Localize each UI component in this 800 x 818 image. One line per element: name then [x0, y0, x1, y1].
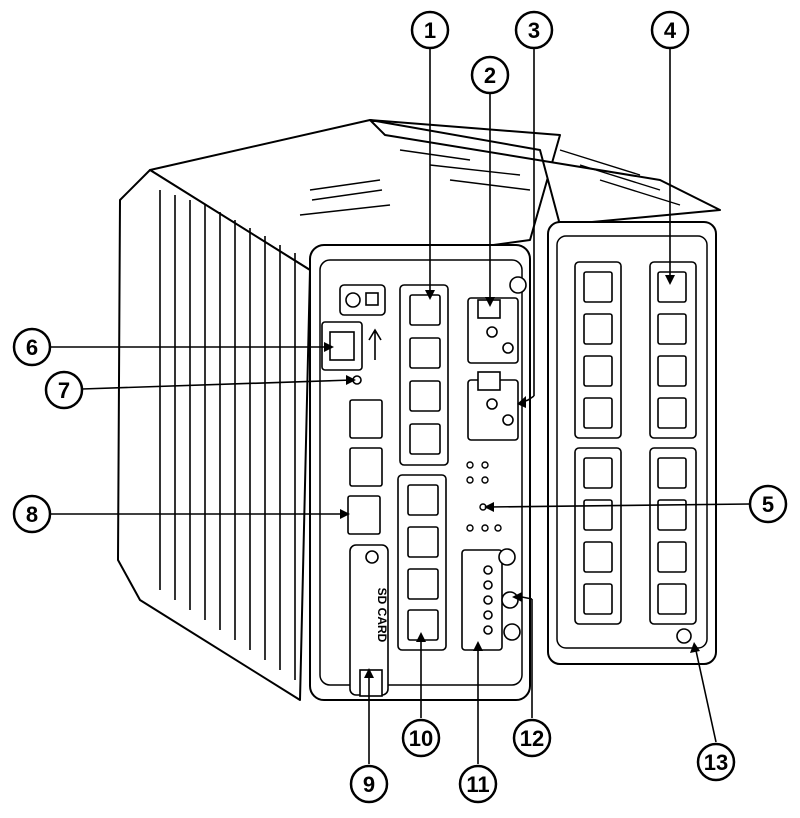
svg-text:4: 4 — [664, 18, 677, 43]
power-connectors — [467, 276, 527, 441]
system-leds — [466, 461, 502, 532]
callout-13: 13 — [696, 742, 736, 782]
callout-9: 9 — [349, 764, 389, 804]
callout-1: 1 — [410, 10, 450, 50]
svg-text:9: 9 — [363, 772, 375, 797]
expansion-rj45-ports — [574, 261, 697, 644]
leader-lines — [50, 47, 751, 764]
callout-8: 8 — [12, 494, 52, 534]
callout-3: 3 — [514, 10, 554, 50]
svg-text:10: 10 — [409, 726, 433, 751]
sd-card-label: SD CARD — [375, 588, 389, 643]
ground-screw-top — [509, 276, 527, 294]
callout-12: 12 — [512, 718, 552, 758]
svg-text:6: 6 — [26, 335, 38, 360]
sfp-ports — [347, 399, 383, 535]
expansion-unit-top — [369, 119, 721, 226]
callout-7: 7 — [44, 370, 84, 410]
svg-text:13: 13 — [704, 750, 728, 775]
ground-screw-right — [498, 548, 516, 566]
svg-text:5: 5 — [762, 492, 774, 517]
callout-11: 11 — [458, 764, 498, 804]
usb-symbol-icon — [368, 328, 382, 360]
console-screw — [345, 292, 361, 308]
svg-text:8: 8 — [26, 502, 38, 527]
callout-5: 5 — [748, 484, 788, 524]
svg-text:7: 7 — [58, 378, 70, 403]
callout-10: 10 — [401, 718, 441, 758]
leader-arrowheads — [324, 275, 700, 678]
svg-text:2: 2 — [484, 63, 496, 88]
callout-2: 2 — [470, 55, 510, 95]
leader-13 — [694, 645, 717, 743]
expansion-ground-screw — [676, 628, 692, 644]
callout-4: 4 — [650, 10, 690, 50]
main-rj45-ports-upper — [399, 284, 449, 466]
svg-text:12: 12 — [520, 726, 544, 751]
top-vents — [299, 149, 681, 216]
main-rj45-ports-lower — [397, 474, 447, 651]
callout-6: 6 — [12, 327, 52, 367]
heat-sink-fins — [159, 190, 296, 680]
svg-text:3: 3 — [528, 18, 540, 43]
alarm-connector — [461, 548, 521, 651]
leader-5 — [487, 503, 751, 508]
callouts: 1 2 3 4 5 6 7 8 — [12, 10, 788, 804]
leader-7 — [81, 379, 353, 390]
console-area — [321, 284, 386, 385]
console-icon-box — [365, 292, 379, 306]
svg-text:1: 1 — [424, 18, 436, 43]
svg-text:11: 11 — [466, 772, 489, 797]
